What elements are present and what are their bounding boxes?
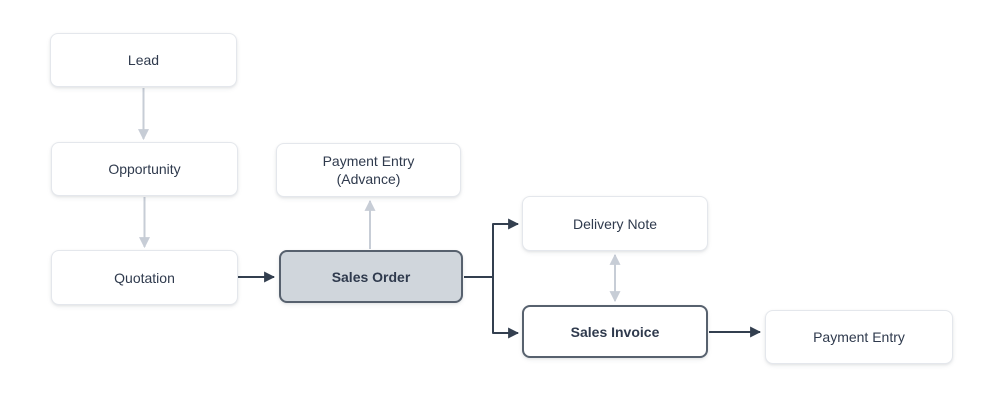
node-quotation: Quotation [51, 250, 238, 305]
node-opportunity: Opportunity [51, 142, 238, 196]
node-label: Payment Entry [813, 329, 905, 345]
node-label-line2: (Advance) [336, 171, 401, 187]
node-sales-invoice: Sales Invoice [522, 305, 708, 358]
edge-sales-order-to-delivery-note [464, 218, 520, 278]
node-delivery-note: Delivery Note [522, 196, 708, 251]
node-label: Sales Order [331, 268, 411, 285]
node-payment-entry: Payment Entry [765, 310, 953, 364]
edge-sales-order-to-sales-invoice [492, 277, 520, 339]
node-label: Sales Invoice [570, 323, 660, 340]
node-label: Payment Entry [322, 153, 415, 169]
node-payment-entry-advance: Payment Entry (Advance) [276, 143, 461, 197]
node-label: Delivery Note [572, 215, 658, 232]
node-label: Quotation [114, 269, 175, 286]
node-sales-order: Sales Order [279, 250, 463, 303]
node-label: Opportunity [108, 161, 181, 177]
node-label: Lead [127, 52, 160, 68]
node-lead: Lead [50, 33, 237, 87]
